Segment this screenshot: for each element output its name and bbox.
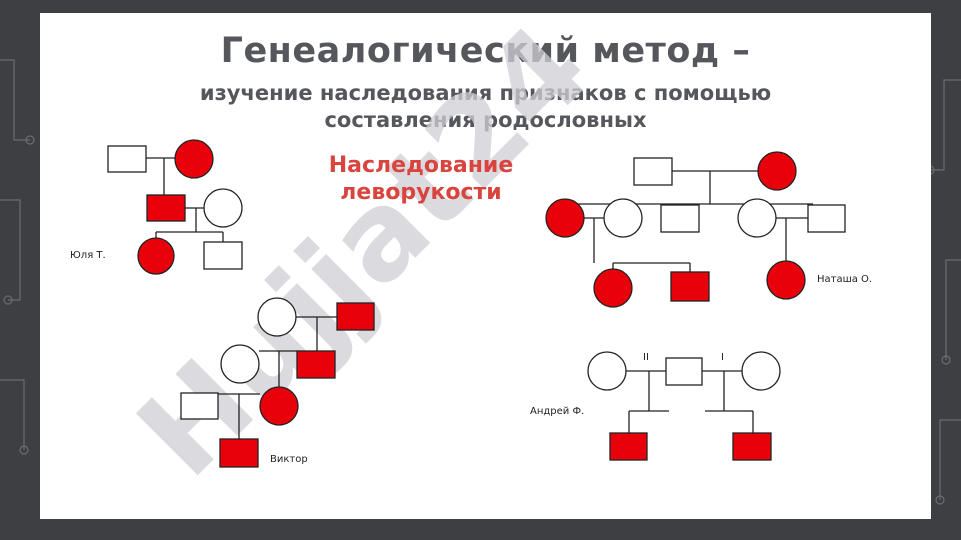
label-natasha: Наташа О. xyxy=(817,274,873,285)
circuit-line xyxy=(0,59,30,141)
male-affected xyxy=(732,432,772,461)
male-unaffected xyxy=(633,157,673,186)
female-affected xyxy=(766,260,806,300)
slide-subtitle-line1: изучение наследования признаков с помощь… xyxy=(199,81,772,105)
female-unaffected xyxy=(257,297,297,337)
label-andrey: Андрей Ф. xyxy=(530,406,585,417)
female-unaffected xyxy=(741,351,781,391)
male-unaffected xyxy=(660,204,700,233)
male-unaffected xyxy=(107,145,147,173)
slide-subtitle-line2: составления родословных xyxy=(324,108,647,132)
circuit-line xyxy=(945,259,961,360)
female-affected xyxy=(137,237,175,275)
male-unaffected xyxy=(180,392,219,420)
female-affected xyxy=(259,386,299,426)
female-affected xyxy=(757,151,797,191)
female-unaffected xyxy=(203,188,243,228)
male-affected xyxy=(146,194,186,222)
circuit-line xyxy=(0,379,25,450)
male-unaffected xyxy=(203,241,243,270)
pedigree-natasha xyxy=(545,151,846,308)
pedigree-viktor xyxy=(180,297,375,468)
female-unaffected xyxy=(220,344,260,384)
circuit-line xyxy=(939,419,961,500)
circuit-line xyxy=(930,79,961,171)
mark-i: I xyxy=(721,352,724,363)
male-unaffected xyxy=(665,357,703,386)
male-affected xyxy=(219,438,259,468)
female-unaffected xyxy=(587,351,627,391)
label-yulia: Юля Т. xyxy=(70,250,106,261)
pedigree-andrey xyxy=(587,351,781,461)
diagram-heading: Наследование леворукости xyxy=(296,152,546,206)
female-affected xyxy=(174,139,214,179)
female-affected xyxy=(593,268,633,308)
male-affected xyxy=(670,271,710,302)
label-viktor: Виктор xyxy=(270,454,308,465)
mark-ii: II xyxy=(643,352,649,363)
male-affected xyxy=(336,302,375,331)
female-unaffected xyxy=(603,198,643,238)
heading-line1: Наследование xyxy=(328,153,514,178)
slide-title: Генеалогический метод – xyxy=(220,31,751,71)
female-unaffected xyxy=(737,198,777,238)
pedigree-yulia xyxy=(107,139,243,275)
male-unaffected xyxy=(807,204,846,233)
slide: Генеалогический метод – изучение наследо… xyxy=(40,13,931,519)
watermark: Hujjat24 xyxy=(112,13,616,504)
circuit-line xyxy=(0,199,21,301)
male-affected xyxy=(296,350,336,379)
female-affected xyxy=(545,198,585,238)
pedigree-diagram: Hujjat24 xyxy=(107,13,846,504)
male-affected xyxy=(609,432,648,461)
heading-line2: леворукости xyxy=(340,180,502,205)
